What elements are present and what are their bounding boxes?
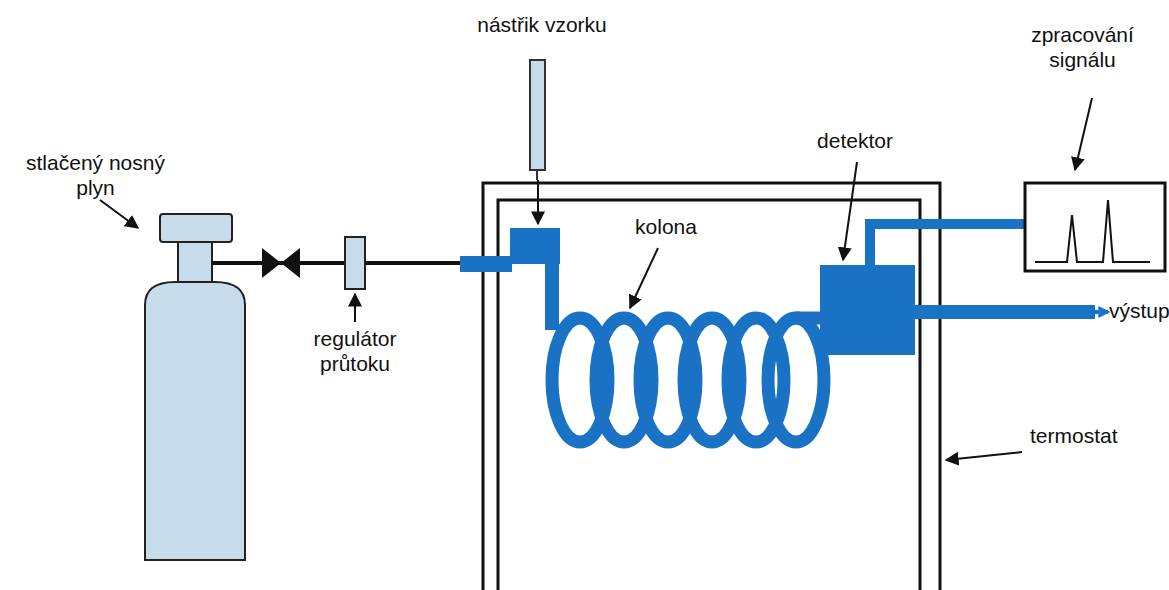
part-label: termostat [1030,423,1140,448]
flow-regulator [345,237,365,289]
part-label: zpracování signálu [1000,22,1165,72]
gas-cylinder [145,214,245,560]
part-label: stlačený nosný plyn [8,150,183,200]
syringe [530,60,545,180]
signal-recorder [1025,183,1165,271]
part-label: regulátor průtoku [292,326,418,376]
gas-pipe [365,261,462,265]
column-and-pipes [460,224,1108,442]
leader-arrows [100,98,1092,460]
part-label: kolona [626,214,706,239]
part-label: výstup [1109,298,1165,323]
part-label: detektor [800,128,910,153]
valve-symbol [262,248,300,278]
part-label: nástřik vzorku [452,12,632,37]
